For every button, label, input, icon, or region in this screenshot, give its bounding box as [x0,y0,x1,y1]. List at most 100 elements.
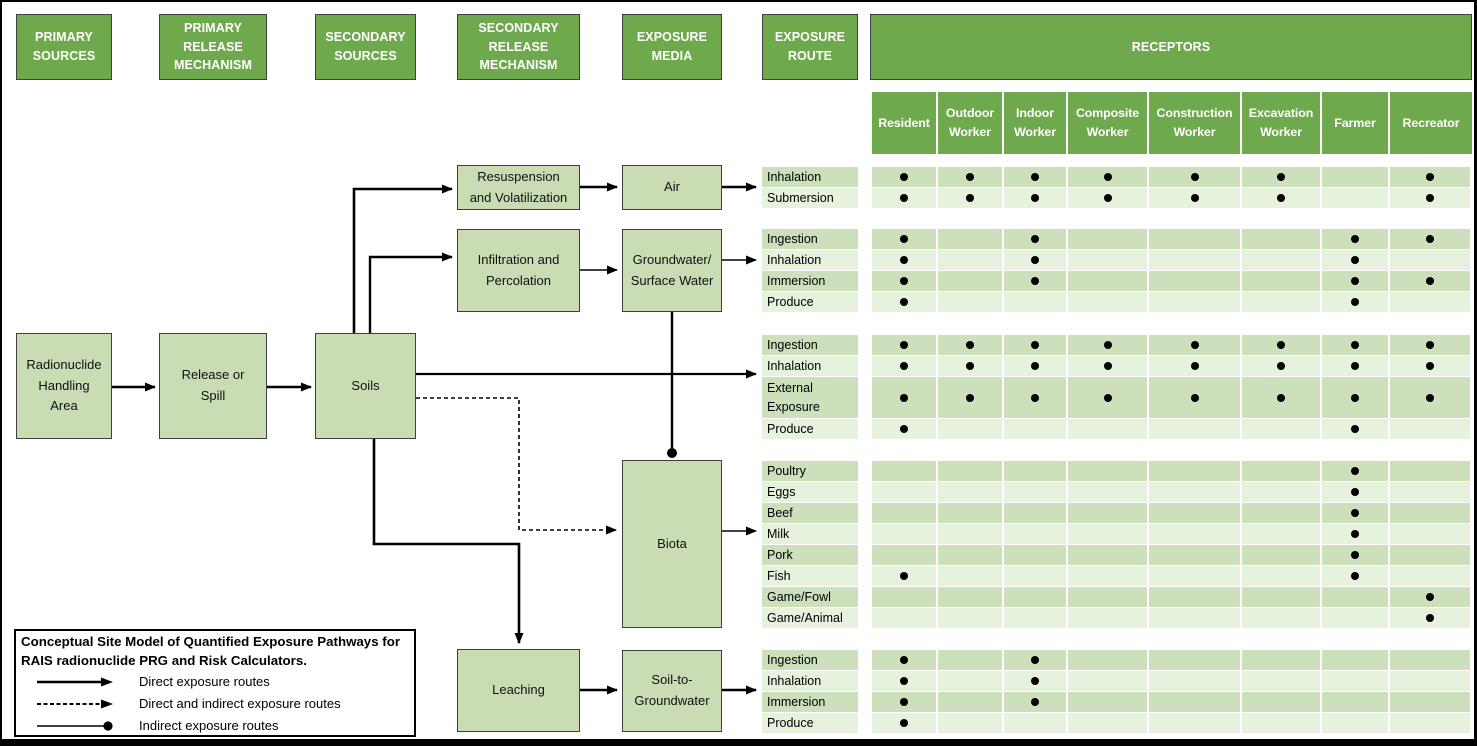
matrix-cell [1149,356,1242,377]
matrix-cell [1322,250,1390,271]
matrix-cell [1390,419,1472,440]
box-resuspension-volatilization: Resuspension and Volatilization [457,165,580,210]
exposure-dot [1351,572,1359,580]
exposure-dot [1190,341,1199,349]
header-primary-sources: PRIMARY SOURCES [16,14,112,80]
route-label: Eggs [762,482,858,503]
exposure-dot [1351,256,1359,264]
route-row: Ingestion [762,335,1472,356]
matrix-cell [1004,461,1068,482]
route-label: Produce [762,419,858,440]
matrix-cell [1322,461,1390,482]
matrix-cell [1149,692,1242,713]
matrix-cell [1390,587,1472,608]
matrix-cell [1242,524,1322,545]
matrix-cell [1149,377,1242,419]
exposure-dot [1190,393,1199,402]
exposure-dot [1031,341,1039,349]
matrix-cell [1242,692,1322,713]
matrix-cell [1322,292,1390,313]
matrix-cell [1149,167,1242,188]
matrix-cell [1068,167,1149,188]
matrix-cell [1149,188,1242,209]
route-row: Pork [762,545,1472,566]
matrix-cell [1068,545,1149,566]
matrix-cell [1004,229,1068,250]
matrix-cell [1322,188,1390,209]
exposure-dot [966,194,974,202]
matrix-cell [1390,356,1472,377]
matrix-cell [1322,608,1390,629]
matrix-cell [1390,461,1472,482]
exposure-dot [900,277,908,285]
exposure-dot [1351,530,1359,538]
matrix-cell [1322,566,1390,587]
exposure-dot [1426,614,1434,622]
route-label: Submersion [762,188,858,209]
route-label: Milk [762,524,858,545]
route-label: Inhalation [762,250,858,271]
legend-box: Conceptual Site Model of Quantified Expo… [14,629,416,737]
matrix-cell [1242,377,1322,419]
route-label: External Exposure [762,377,858,419]
matrix-cell [1068,356,1149,377]
route-label: Inhalation [762,167,858,188]
matrix-cell [1149,229,1242,250]
matrix-cell [938,167,1004,188]
matrix-cell [1068,377,1149,419]
matrix-cell [1242,566,1322,587]
matrix-cell [1322,356,1390,377]
matrix-cell [1322,713,1390,734]
exposure-dot [1351,425,1359,433]
header-exposure-route: EXPOSURE ROUTE [762,14,858,80]
matrix-cell [1390,524,1472,545]
box-release-or-spill: Release or Spill [159,333,267,439]
matrix-cell [1004,587,1068,608]
exposure-dot [900,572,908,580]
matrix-cell [1390,377,1472,419]
matrix-cell [1149,566,1242,587]
matrix-cell [938,671,1004,692]
matrix-cell [1149,671,1242,692]
matrix-cell [1242,503,1322,524]
connector-soils-to-leaching [372,438,524,644]
matrix-cell [938,271,1004,292]
dot-line-icon [37,721,113,731]
matrix-cell [1390,482,1472,503]
exposure-dot [966,341,974,349]
matrix-cell [1149,545,1242,566]
header-exposure-media: EXPOSURE MEDIA [622,14,722,80]
route-row: Inhalation [762,250,1472,271]
matrix-cell [1242,356,1322,377]
route-row: Inhalation [762,356,1472,377]
legend-label: Indirect exposure routes [139,718,279,734]
exposure-dot [1277,173,1285,181]
exposure-dot [900,256,908,264]
matrix-cell [1068,692,1149,713]
route-label: Beef [762,503,858,524]
exposure-dot [1031,173,1039,181]
exposure-dot [1351,393,1359,402]
exposure-dot [1031,362,1039,370]
header-secondary-release-mechanism: SECONDARY RELEASE MECHANISM [457,14,580,80]
box-groundwater-surface-water: Groundwater/ Surface Water [622,229,722,312]
receptor-column-header: Indoor Worker [1004,92,1068,154]
route-row: Produce [762,419,1472,440]
box-radionuclide-handling-area: Radionuclide Handling Area [16,333,112,439]
matrix-cell [1242,419,1322,440]
matrix-cell [1242,650,1322,671]
receptor-column-header: Outdoor Worker [938,92,1004,154]
matrix-cell [1149,713,1242,734]
matrix-cell [1242,229,1322,250]
matrix-cell [1390,167,1472,188]
exposure-dot [900,393,908,402]
route-row: Inhalation [762,671,1472,692]
route-label: Pork [762,545,858,566]
matrix-cell [1390,608,1472,629]
matrix-cell [1068,482,1149,503]
